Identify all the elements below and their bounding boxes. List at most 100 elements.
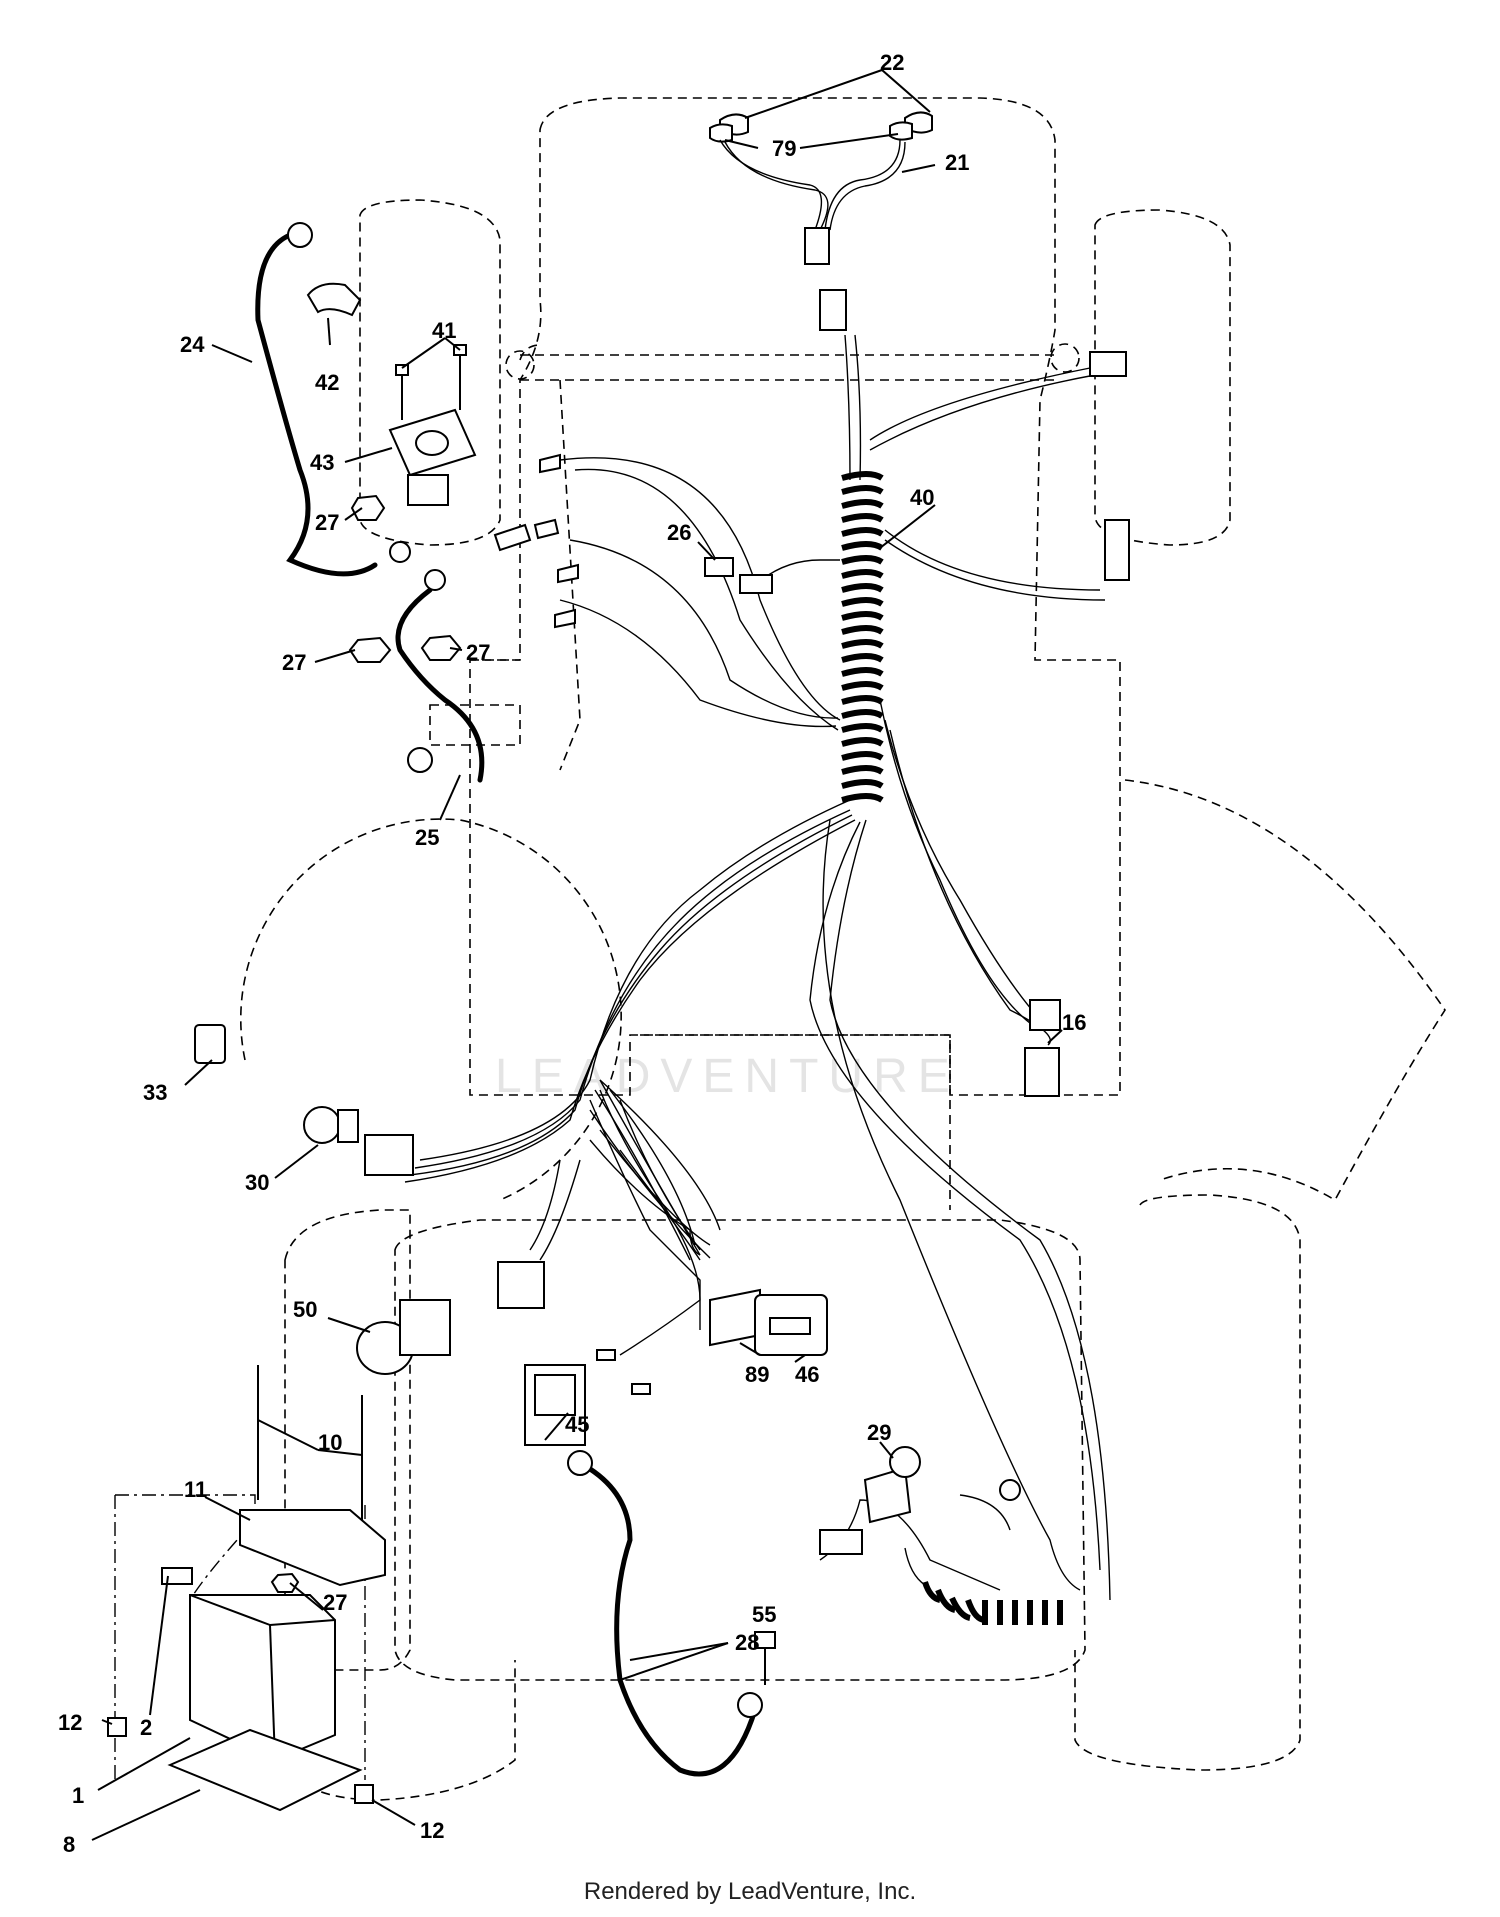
rear-connector — [819, 1529, 863, 1555]
terminal-boot — [306, 282, 362, 317]
footer-credit: Rendered by LeadVenture, Inc. — [583, 1878, 917, 1905]
ring-terminal-solenoid-1 — [389, 541, 411, 563]
battery-hold-down — [239, 1509, 386, 1587]
parts — [107, 111, 1130, 1812]
callout-40: 40 — [910, 485, 934, 510]
terminal-a — [539, 453, 561, 474]
callout-16: 16 — [1062, 1010, 1086, 1035]
outline-seat-area — [394, 1219, 1086, 1681]
outline-right-rear-wheel — [1074, 1194, 1301, 1771]
spade-terminal-2 — [631, 1383, 651, 1395]
callout-12-right: 12 — [420, 1818, 444, 1843]
ring-terminal-28-bottom — [737, 1692, 763, 1718]
outline-frame-top — [470, 354, 1060, 661]
connector-upper-right — [1089, 351, 1127, 377]
callout-79: 79 — [772, 136, 796, 161]
nut-1 — [350, 494, 386, 521]
callout-24: 24 — [180, 332, 205, 357]
callout-22: 22 — [880, 50, 904, 75]
seat-switch — [863, 1466, 912, 1524]
outline-hood — [469, 97, 1121, 1096]
spade-terminal-1 — [596, 1349, 616, 1361]
outline-pivot-right — [1050, 343, 1080, 373]
terminal-c — [554, 608, 576, 629]
callout-21: 21 — [945, 150, 969, 175]
callout-1: 1 — [72, 1783, 84, 1808]
callout-27-left: 27 — [282, 650, 306, 675]
outline-right-fender — [1124, 779, 1446, 1202]
multi-pin-connector — [497, 1261, 545, 1309]
ring-terminal-rear — [999, 1479, 1021, 1501]
ring-terminal-28-top — [567, 1450, 593, 1476]
ring-terminal-25 — [407, 747, 433, 773]
seat-switch-plunger — [889, 1446, 921, 1478]
outline-right-front-wheel — [1094, 209, 1231, 546]
ignition-switch-body — [337, 1109, 359, 1143]
outline-pivot-left — [505, 350, 535, 380]
outline-left-front-wheel — [359, 199, 501, 546]
callout-89: 89 — [745, 1362, 769, 1387]
solenoid-post — [415, 430, 449, 456]
headlight-socket-left — [709, 123, 733, 143]
outline-frame-cross — [519, 344, 581, 771]
connector-right — [1104, 519, 1130, 581]
ignition-switch — [303, 1106, 341, 1144]
battery-tray — [167, 1728, 363, 1812]
outline-mount-box — [429, 704, 521, 746]
hour-meter-window — [769, 1317, 811, 1335]
battery — [189, 1594, 336, 1762]
meter-bracket — [709, 1288, 761, 1347]
tray-foot-left — [107, 1717, 127, 1737]
callout-2: 2 — [140, 1715, 152, 1740]
callout-41: 41 — [432, 318, 456, 343]
terminal-b — [557, 563, 579, 584]
watermark-text: LEADVENTURE — [495, 1050, 960, 1103]
ring-terminal-24 — [287, 222, 313, 248]
callout-55: 55 — [752, 1602, 776, 1627]
outline-dash-panel — [640, 1034, 951, 1210]
callout-25: 25 — [415, 825, 439, 850]
callout-26: 26 — [667, 520, 691, 545]
callout-33: 33 — [143, 1080, 167, 1105]
callout-43: 43 — [310, 450, 334, 475]
callout-27-right: 27 — [466, 640, 490, 665]
cable-28 — [577, 1460, 758, 1777]
callout-27-battery: 27 — [323, 1590, 347, 1615]
ring-terminal-solenoid-2 — [424, 569, 446, 591]
callout-8: 8 — [63, 1832, 75, 1857]
cable-24 — [255, 232, 378, 577]
battery-bolt — [161, 1567, 193, 1585]
nut-4 — [270, 1572, 300, 1593]
wire-bundle — [404, 334, 1111, 1601]
interlock-switch-upper — [1029, 999, 1061, 1031]
harness-sleeve-coil — [841, 471, 884, 803]
inline-connector — [493, 523, 532, 552]
callout-27-solenoid: 27 — [315, 510, 339, 535]
ignition-key — [194, 1024, 226, 1064]
callout-labels: 22 79 21 24 41 42 43 27 40 26 27 27 25 1… — [58, 50, 1086, 1857]
pto-switch-body — [399, 1299, 451, 1356]
ignition-connector — [364, 1134, 414, 1176]
callout-46: 46 — [795, 1362, 819, 1387]
callout-42: 42 — [315, 370, 339, 395]
callout-29: 29 — [867, 1420, 891, 1445]
callout-28: 28 — [735, 1630, 759, 1655]
bolt-left-head — [395, 364, 409, 376]
leader-lines — [91, 69, 1063, 1841]
battery-mount-guide — [114, 1494, 366, 1780]
nut-2 — [348, 636, 392, 663]
callout-30: 30 — [245, 1170, 269, 1195]
fuse-plug — [739, 574, 773, 594]
headlight-connector — [804, 227, 830, 265]
rear-coil-harness — [904, 1547, 1063, 1625]
inline-connector-2 — [533, 518, 560, 540]
callout-12-left: 12 — [58, 1710, 82, 1735]
callout-50: 50 — [293, 1297, 317, 1322]
harness-headlight-plug — [819, 289, 847, 331]
callout-10: 10 — [318, 1430, 342, 1455]
solenoid-body — [407, 474, 449, 506]
tray-foot-right — [354, 1784, 374, 1804]
interlock-switch-lower — [1024, 1047, 1060, 1097]
nut-3 — [420, 634, 462, 661]
